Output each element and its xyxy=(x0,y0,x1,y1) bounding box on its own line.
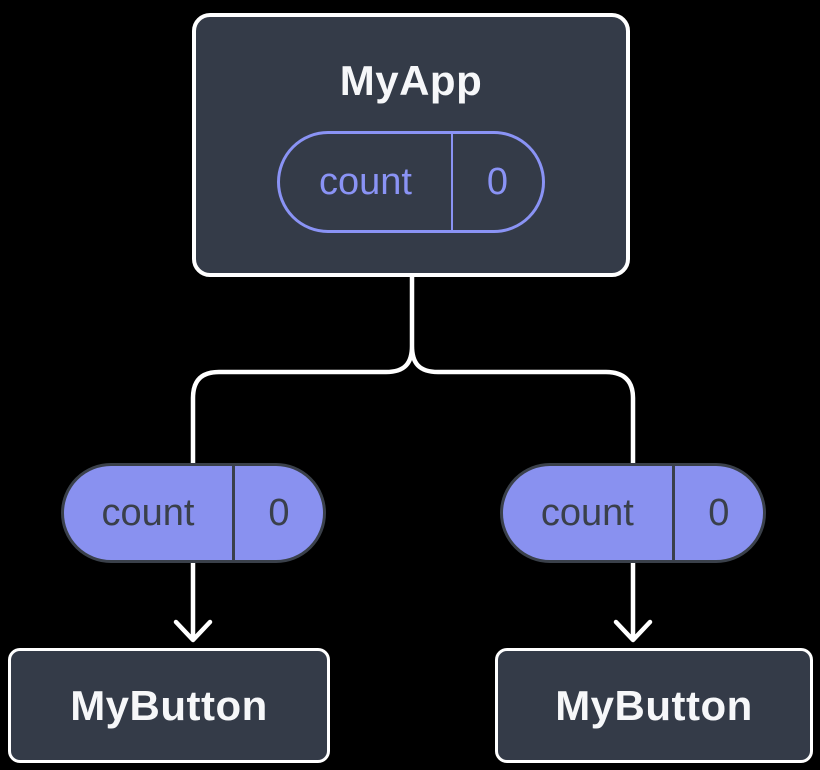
state-value: 0 xyxy=(486,160,509,203)
arrow-left-icon xyxy=(173,553,213,643)
node-mybutton-left: MyButton xyxy=(8,648,330,763)
node-myapp: MyApp count 0 xyxy=(192,13,630,277)
prop-value: 0 xyxy=(708,491,730,534)
fork-connector xyxy=(190,269,636,473)
prop-value: 0 xyxy=(268,491,290,534)
prop-pill-left: count 0 xyxy=(61,463,326,563)
prop-pill-right: count 0 xyxy=(500,463,766,563)
node-mybutton-right: MyButton xyxy=(495,648,813,763)
node-myapp-label: MyApp xyxy=(339,57,483,104)
node-mybutton-left-label: MyButton xyxy=(70,681,268,729)
prop-name: count xyxy=(503,466,675,560)
state-name: count xyxy=(280,134,453,230)
state-pill-myapp: count 0 xyxy=(277,131,545,233)
arrow-right-icon xyxy=(613,553,653,643)
node-mybutton-right-label: MyButton xyxy=(555,681,753,729)
prop-name: count xyxy=(64,466,235,560)
